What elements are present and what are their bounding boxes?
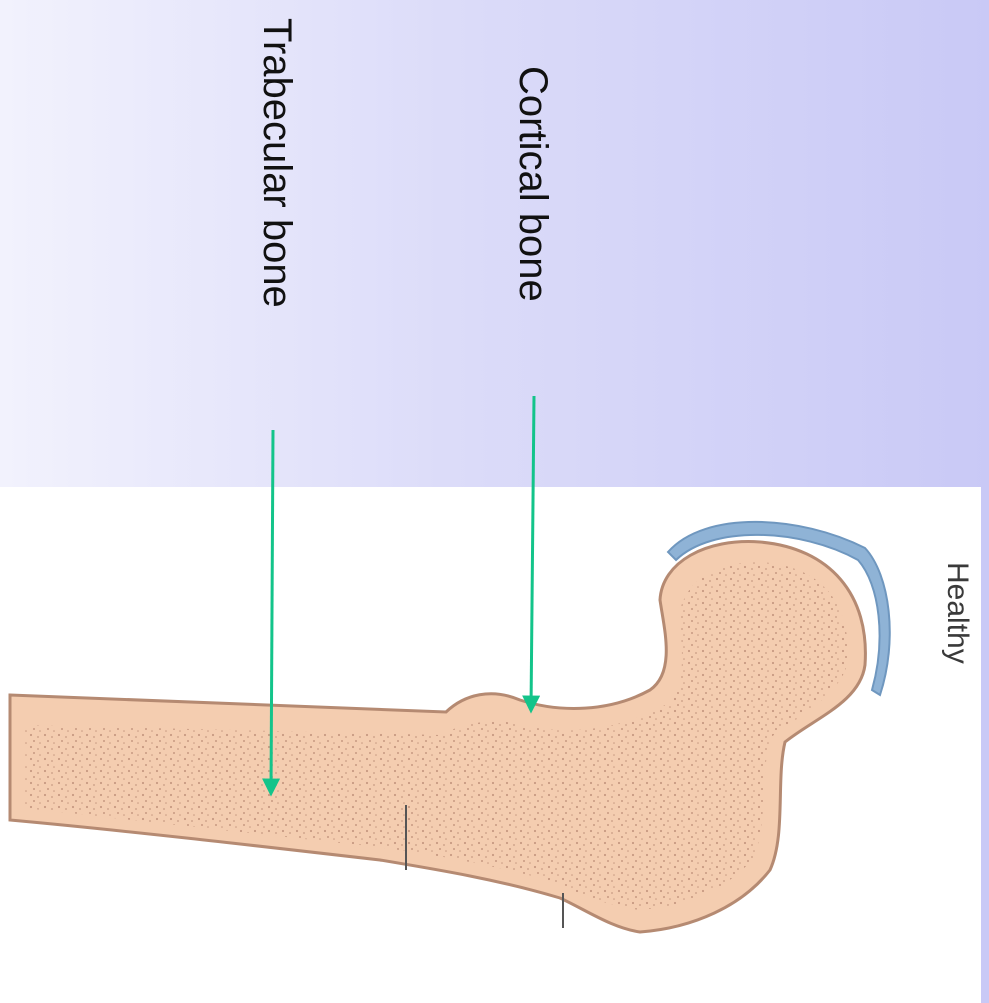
trabecular-bone-label: Trabecular bone — [257, 18, 297, 308]
trabecular-arrow — [271, 430, 273, 793]
healthy-label: Healthy — [942, 562, 972, 664]
cortical-arrow — [531, 396, 534, 710]
cortical-bone-label: Cortical bone — [513, 66, 553, 302]
